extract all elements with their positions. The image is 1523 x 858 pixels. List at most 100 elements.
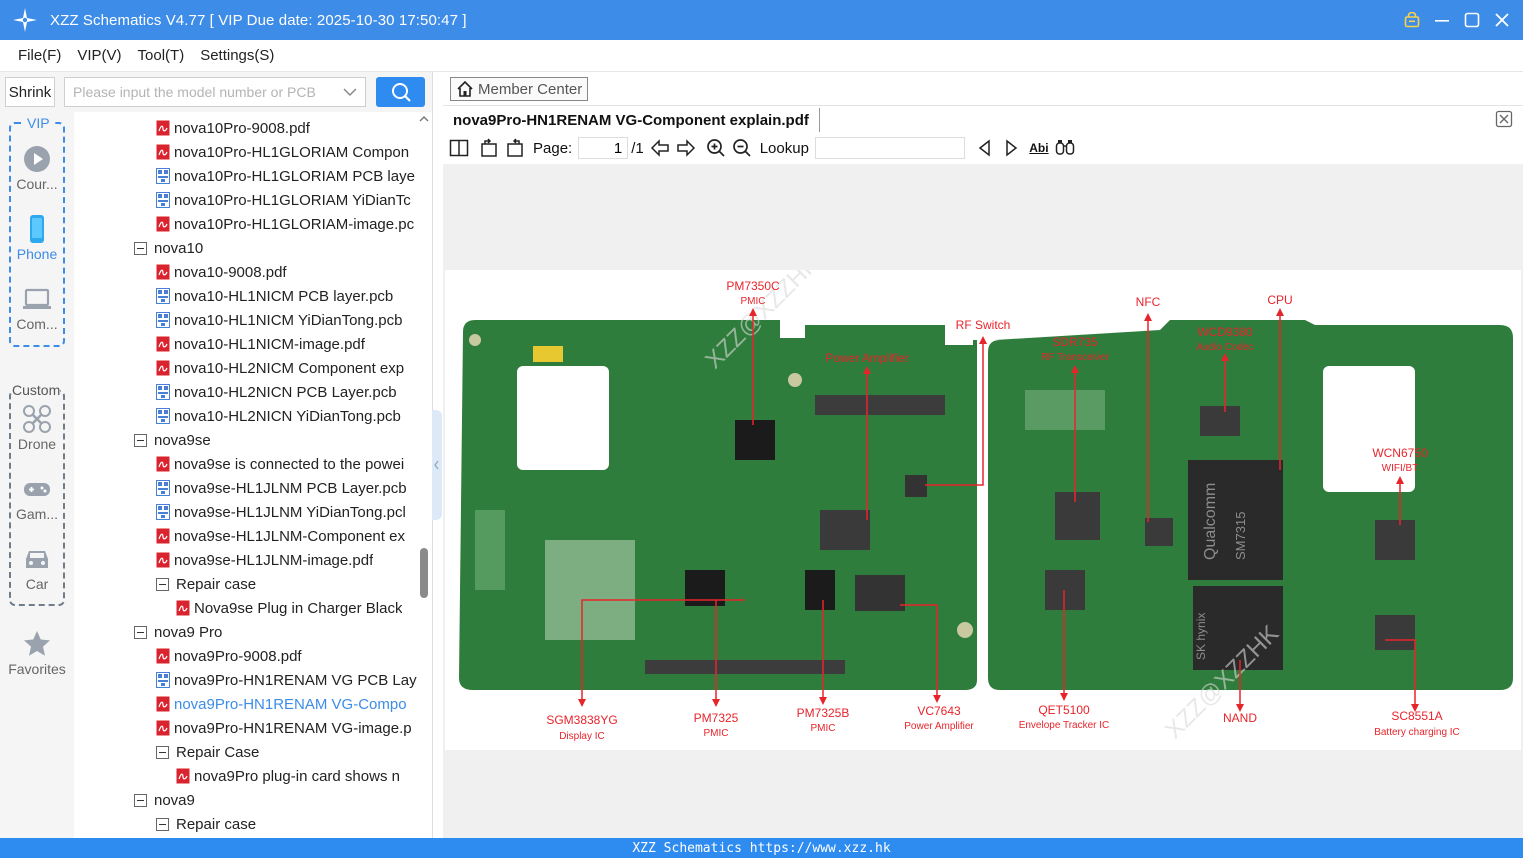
tree-file[interactable]: nova9se-HL1JLNM YiDianTong.pcl [156, 500, 418, 524]
tree-file[interactable]: nova9Pro-9008.pdf [156, 644, 418, 668]
menu-file[interactable]: File(F) [18, 47, 62, 64]
pdf-file-icon [176, 768, 190, 784]
pdf-viewer[interactable]: Qualcomm SM7315 SK hynix XZZ@XZZHK XZZ@X… [443, 164, 1523, 838]
pdf-file-icon [156, 456, 170, 472]
category-car[interactable]: Car [0, 544, 74, 592]
category-courses[interactable]: Cour... [0, 144, 74, 192]
pdf-file-icon [156, 552, 170, 568]
lock-icon[interactable] [1401, 9, 1423, 31]
tree-file[interactable]: Nova9se Plug in Charger Black [176, 596, 418, 620]
tree-file[interactable]: nova10-HL1NICM-image.pdf [156, 332, 418, 356]
collapse-toggle-icon[interactable] [134, 433, 147, 447]
category-phone[interactable]: Phone [0, 214, 74, 262]
desc-wcn6750: WIFI/BT [1382, 463, 1419, 474]
category-drone[interactable]: Drone [0, 404, 74, 452]
tree-folder[interactable]: nova9se [134, 428, 418, 452]
car-icon [26, 551, 48, 568]
maximize-icon[interactable] [1461, 9, 1483, 31]
tree-file[interactable]: nova10Pro-HL1GLORIAM YiDianTc [156, 188, 418, 212]
tree-file[interactable]: nova9Pro-HN1RENAM VG-image.p [156, 716, 418, 740]
tree-file[interactable]: nova9se-HL1JLNM-image.pdf [156, 548, 418, 572]
tree-file[interactable]: nova10-HL2NICM Component exp [156, 356, 418, 380]
tree-file[interactable]: nova10-HL2NICN YiDianTong.pcb [156, 404, 418, 428]
collapse-handle[interactable] [432, 410, 442, 520]
close-document-icon[interactable] [1495, 110, 1513, 128]
minimize-icon[interactable] [1431, 9, 1453, 31]
tree-file[interactable]: nova9Pro-HN1RENAM VG PCB Lay [156, 668, 418, 692]
pcb-file-icon [156, 192, 170, 208]
tree-scrollbar-track[interactable] [418, 112, 430, 838]
vip-group-label: VIP [25, 115, 52, 131]
arrow-left-icon[interactable] [650, 138, 670, 158]
tree-file[interactable]: nova10-HL2NICN PCB Layer.pcb [156, 380, 418, 404]
collapse-toggle-icon[interactable] [156, 817, 169, 831]
label-pm7350c: PM7350C [726, 279, 780, 293]
zoom-out-icon[interactable] [732, 138, 752, 158]
tree-file[interactable]: nova10Pro-HL1GLORIAM-image.pc [156, 212, 418, 236]
tree-file[interactable]: nova9Pro-HN1RENAM VG-Compo [156, 692, 418, 716]
pcb-file-icon [156, 504, 170, 520]
tree-file[interactable]: nova9Pro plug-in card shows n [176, 764, 418, 788]
collapse-toggle-icon[interactable] [134, 793, 147, 807]
two-page-icon[interactable] [449, 138, 469, 158]
search-row: Shrink [0, 72, 432, 112]
tree-item-label: nova10-HL1NICM YiDianTong.pcb [174, 311, 403, 329]
pdf-file-icon [156, 216, 170, 232]
collapse-toggle-icon[interactable] [156, 745, 169, 759]
tree-item-label: nova10 [154, 239, 204, 257]
document-tab[interactable]: nova9Pro-HN1RENAM VG-Component explain.p… [453, 108, 820, 132]
tree-item-label: Repair case [176, 815, 257, 833]
search-button[interactable] [376, 77, 425, 107]
tree-folder[interactable]: Repair Case [156, 740, 418, 764]
previous-match-icon[interactable] [975, 138, 995, 158]
menu-settings[interactable]: Settings(S) [200, 47, 275, 64]
collapse-toggle-icon[interactable] [134, 625, 147, 639]
tree-item-label: nova9Pro-HN1RENAM VG-Compo [174, 695, 407, 713]
custom-group: Custom [9, 382, 65, 606]
tree-folder[interactable]: nova9 [134, 788, 418, 812]
lookup-input[interactable] [814, 137, 965, 159]
tree-file[interactable]: nova9se-HL1JLNM PCB Layer.pcb [156, 476, 418, 500]
member-center-button[interactable]: Member Center [450, 77, 588, 101]
category-games[interactable]: Gam... [0, 474, 74, 522]
category-label: Favorites [8, 661, 66, 677]
rotate-right-icon[interactable] [505, 138, 525, 158]
page-number-input[interactable] [578, 137, 629, 159]
tree-file[interactable]: nova10-9008.pdf [156, 260, 418, 284]
zoom-in-icon[interactable] [706, 138, 726, 158]
tree-file[interactable]: nova10Pro-HL1GLORIAM PCB laye [156, 164, 418, 188]
search-input[interactable] [73, 79, 342, 105]
tree-folder[interactable]: nova10 [134, 236, 418, 260]
next-match-icon[interactable] [1001, 138, 1021, 158]
pdf-file-icon [156, 648, 170, 664]
label-vc7643: VC7643 [917, 704, 961, 718]
tree-file[interactable]: nova10Pro-HL1GLORIAM Compon [156, 140, 418, 164]
category-label: Car [25, 576, 49, 592]
menu-vip[interactable]: VIP(V) [77, 47, 122, 64]
rotate-left-icon[interactable] [479, 138, 499, 158]
tree-file[interactable]: nova9se-HL1JLNM-Component ex [156, 524, 418, 548]
match-case-icon[interactable]: Abi [1029, 141, 1049, 155]
close-icon[interactable] [1491, 9, 1513, 31]
pcb-file-icon [156, 168, 170, 184]
collapse-toggle-icon[interactable] [134, 241, 147, 255]
collapse-toggle-icon[interactable] [156, 577, 169, 591]
tree-folder[interactable]: nova9 Pro [134, 620, 418, 644]
arrow-right-icon[interactable] [676, 138, 696, 158]
shrink-button[interactable]: Shrink [5, 77, 55, 107]
pdf-file-icon [176, 600, 190, 616]
tree-file[interactable]: nova10-HL1NICM PCB layer.pcb [156, 284, 418, 308]
tree-folder[interactable]: Repair case [156, 572, 418, 596]
scroll-up-icon[interactable] [419, 114, 429, 124]
tree-file[interactable]: nova9se is connected to the powei [156, 452, 418, 476]
tree-file[interactable]: nova10-HL1NICM YiDianTong.pcb [156, 308, 418, 332]
tree-scrollbar-thumb[interactable] [420, 548, 428, 598]
tree-item-label: nova10-HL2NICM Component exp [174, 359, 405, 377]
tree-folder[interactable]: Repair case [156, 812, 418, 836]
category-computer[interactable]: Com... [0, 284, 74, 332]
category-favorites[interactable]: Favorites [0, 629, 74, 677]
chevron-down-icon[interactable] [341, 83, 359, 101]
binoculars-icon[interactable] [1055, 138, 1075, 158]
tree-file[interactable]: nova10Pro-9008.pdf [156, 116, 418, 140]
menu-tool[interactable]: Tool(T) [137, 47, 185, 64]
